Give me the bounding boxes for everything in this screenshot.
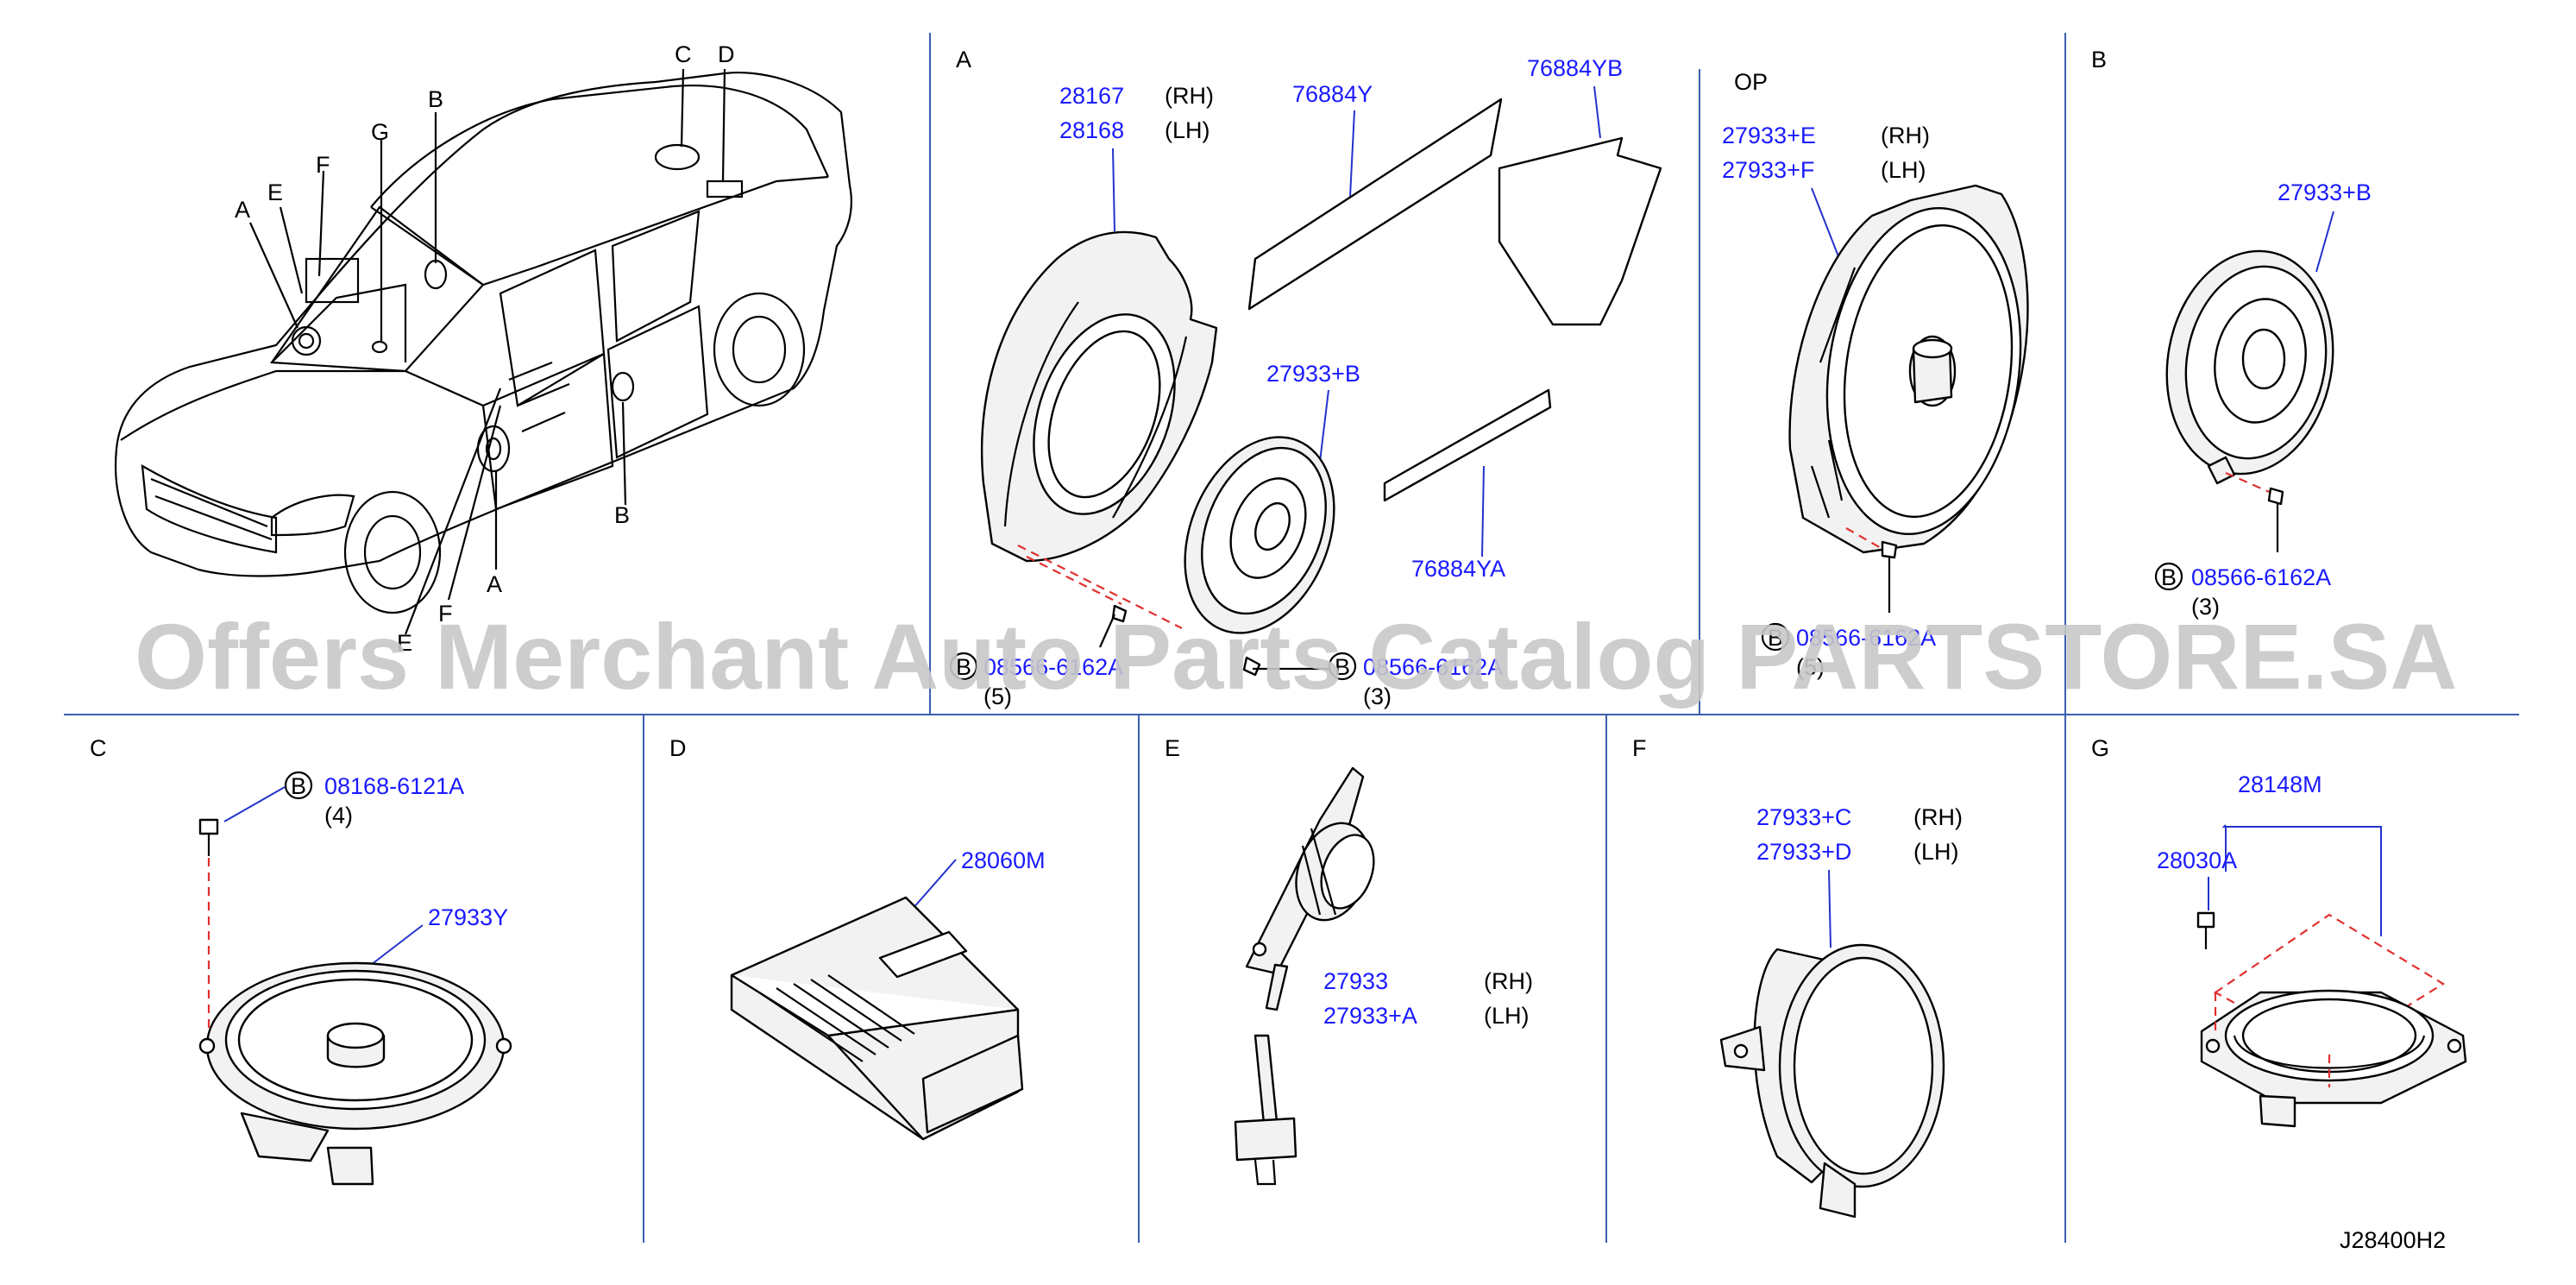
section-e: E 27933 (RH) 27933+A (LH): [1165, 735, 1533, 1186]
part-28168: 28168: [1059, 117, 1124, 143]
section-c-title: C: [90, 735, 107, 761]
car-callout-d: D: [718, 41, 735, 67]
car-callout-g: G: [371, 119, 389, 145]
watermark-text: Offers Merchant Auto Parts Catalog PARTS…: [135, 604, 2457, 709]
section-b-bolt-qty: (3): [2191, 594, 2220, 620]
car-callout-f-lower: F: [438, 601, 453, 627]
part-28167-side: (RH): [1165, 83, 1214, 109]
section-d-title: D: [669, 735, 687, 761]
part-27933-side: (RH): [1484, 968, 1533, 994]
part-28030a: 28030A: [2157, 847, 2237, 873]
car-callout-a-upper: A: [235, 197, 250, 223]
bolt-08566-6162a: 08566-6162A: [1363, 654, 1503, 680]
screw-icon: [2196, 911, 2215, 949]
screw-icon: [2267, 487, 2284, 552]
section-op: OP 27933+E (RH) 27933+F (LH) B 08566-616…: [1722, 69, 2029, 680]
car-callout-e-upper: E: [267, 180, 283, 205]
part-27933-f-side: (LH): [1881, 157, 1926, 183]
part-76884yb: 76884YB: [1527, 55, 1623, 81]
part-27933-b: 27933+B: [2278, 180, 2372, 205]
part-27933-a: 27933+A: [1323, 1003, 1417, 1029]
part-27933: 27933: [1323, 968, 1388, 994]
section-op-bolt-mark: B: [1768, 625, 1783, 651]
b-mark-circle-icon: [284, 771, 313, 800]
section-c: C B 08168-6121A (4) 27933Y: [90, 735, 512, 1186]
part-27933y: 27933Y: [428, 904, 508, 930]
part-27933-f: 27933+F: [1722, 157, 1814, 183]
section-a-bolt2-mark: B: [1335, 654, 1350, 680]
diagram-code: J28400H2: [2340, 1227, 2446, 1253]
section-c-bolt-mark: B: [291, 773, 306, 799]
section-b-bolt-mark: B: [2161, 564, 2177, 590]
part-76884y: 76884Y: [1292, 81, 1373, 107]
section-e-title: E: [1165, 735, 1180, 761]
car-callout-c: C: [675, 41, 692, 67]
car-callout-b-upper: B: [428, 86, 443, 112]
screw-icon: [1098, 604, 1128, 648]
section-f-title: F: [1632, 735, 1647, 761]
car-callout-e-lower: E: [397, 630, 412, 656]
section-d: D 28060M: [669, 735, 1046, 1141]
part-28148m: 28148M: [2238, 772, 2322, 797]
car-callout-a-lower: A: [487, 571, 502, 597]
section-a-title: A: [956, 47, 971, 72]
part-27933-a-side: (LH): [1484, 1003, 1530, 1029]
section-a-bolt1-qty: (5): [983, 683, 1012, 709]
section-a-bolt2-qty: (3): [1363, 683, 1392, 709]
section-op-bolt-qty: (5): [1796, 654, 1825, 680]
section-dividers: [64, 33, 2519, 1243]
screw-icon: [1242, 656, 1268, 677]
bolt-08168-6121a: 08168-6121A: [324, 773, 464, 799]
section-f: F 27933+C (RH) 27933+D (LH): [1632, 735, 1963, 1219]
part-27933-c-side: (RH): [1913, 804, 1963, 830]
part-27933-d-side: (LH): [1913, 839, 1959, 865]
b-mark-circle-icon: [2154, 562, 2183, 591]
b-mark-circle-icon: [1328, 652, 1357, 681]
part-28168-side: (LH): [1165, 117, 1210, 143]
part-28060m: 28060M: [961, 847, 1046, 873]
car-callout-labels: C D G B A E F E F A B: [235, 41, 735, 656]
part-28167: 28167: [1059, 83, 1124, 109]
part-27933-c: 27933+C: [1756, 804, 1851, 830]
part-76884ya: 76884YA: [1411, 556, 1505, 582]
section-g: G 28148M 28030A: [2091, 735, 2467, 1128]
section-g-title: G: [2091, 735, 2109, 761]
bolt-08566-6162a: 08566-6162A: [1796, 625, 1936, 651]
car-callout-b-lower: B: [614, 502, 630, 528]
screw-icon: [198, 818, 219, 856]
section-op-title: OP: [1734, 69, 1768, 95]
part-27933-e: 27933+E: [1722, 123, 1816, 148]
part-27933-b-a: 27933+B: [1266, 361, 1360, 387]
bolt-08566-6162a: 08566-6162A: [983, 654, 1123, 680]
section-a: A 28167 (RH) 28168 (LH) 76884Y 76884YB 7…: [949, 47, 1662, 709]
part-27933-d: 27933+D: [1756, 839, 1851, 865]
b-mark-circle-icon: [1761, 622, 1790, 652]
bolt-08566-6162a: 08566-6162A: [2191, 564, 2331, 590]
b-mark-circle-icon: [949, 652, 978, 681]
section-b-title: B: [2091, 47, 2107, 72]
car-overview-illustration: [115, 68, 852, 635]
section-b: B 27933+B B 08566-6162A (3): [2091, 47, 2372, 620]
section-c-bolt-qty: (4): [324, 803, 353, 828]
section-a-bolt1-mark: B: [956, 654, 971, 680]
screw-icon: [1881, 540, 1898, 613]
car-callout-f-upper: F: [316, 152, 330, 178]
part-27933-e-side: (RH): [1881, 123, 1930, 148]
